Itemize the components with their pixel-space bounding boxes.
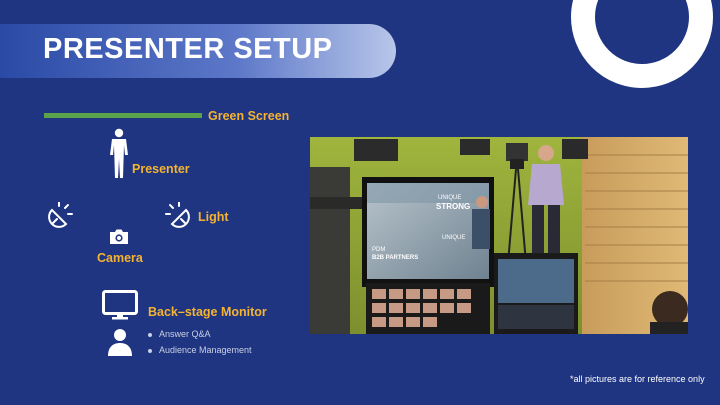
lamp-icon (165, 202, 190, 228)
gallery-tiles (372, 289, 471, 327)
green-screen-label: Green Screen (208, 109, 290, 123)
green-screen-bar (44, 113, 202, 118)
footnote: *all pictures are for reference only (570, 374, 705, 384)
bullet-dot (148, 349, 152, 353)
photo-screen-text: STRONG (436, 202, 470, 211)
photo-screen-text: UNIQUE (438, 195, 461, 201)
presenter-label: Presenter (132, 162, 190, 176)
photo-screen-text: B2B PARTNERS (372, 255, 418, 261)
camera-label: Camera (97, 251, 143, 265)
studio-photo: UNIQUE STRONG UNIQUE PDM B2B PARTNERS (310, 137, 688, 334)
photo-screen-text: UNIQUE (442, 235, 465, 241)
list-item: Audience Management (159, 345, 252, 355)
studio-photo-illustration: UNIQUE STRONG UNIQUE PDM B2B PARTNERS (310, 137, 688, 334)
slide-title: PRESENTER SETUP (43, 33, 333, 65)
person-icon (110, 128, 128, 178)
decorative-ring (571, 0, 713, 88)
user-icon (108, 329, 132, 356)
bullet-dot (148, 333, 152, 337)
list-item: Answer Q&A (159, 329, 211, 339)
photo-screen-text: PDM (372, 247, 385, 253)
monitor-icon (102, 290, 138, 320)
light-label: Light (198, 210, 229, 224)
monitor-label: Back–stage Monitor (148, 305, 267, 319)
title-banner (0, 24, 396, 78)
lamp-icon (48, 202, 73, 228)
camera-icon (110, 229, 128, 244)
